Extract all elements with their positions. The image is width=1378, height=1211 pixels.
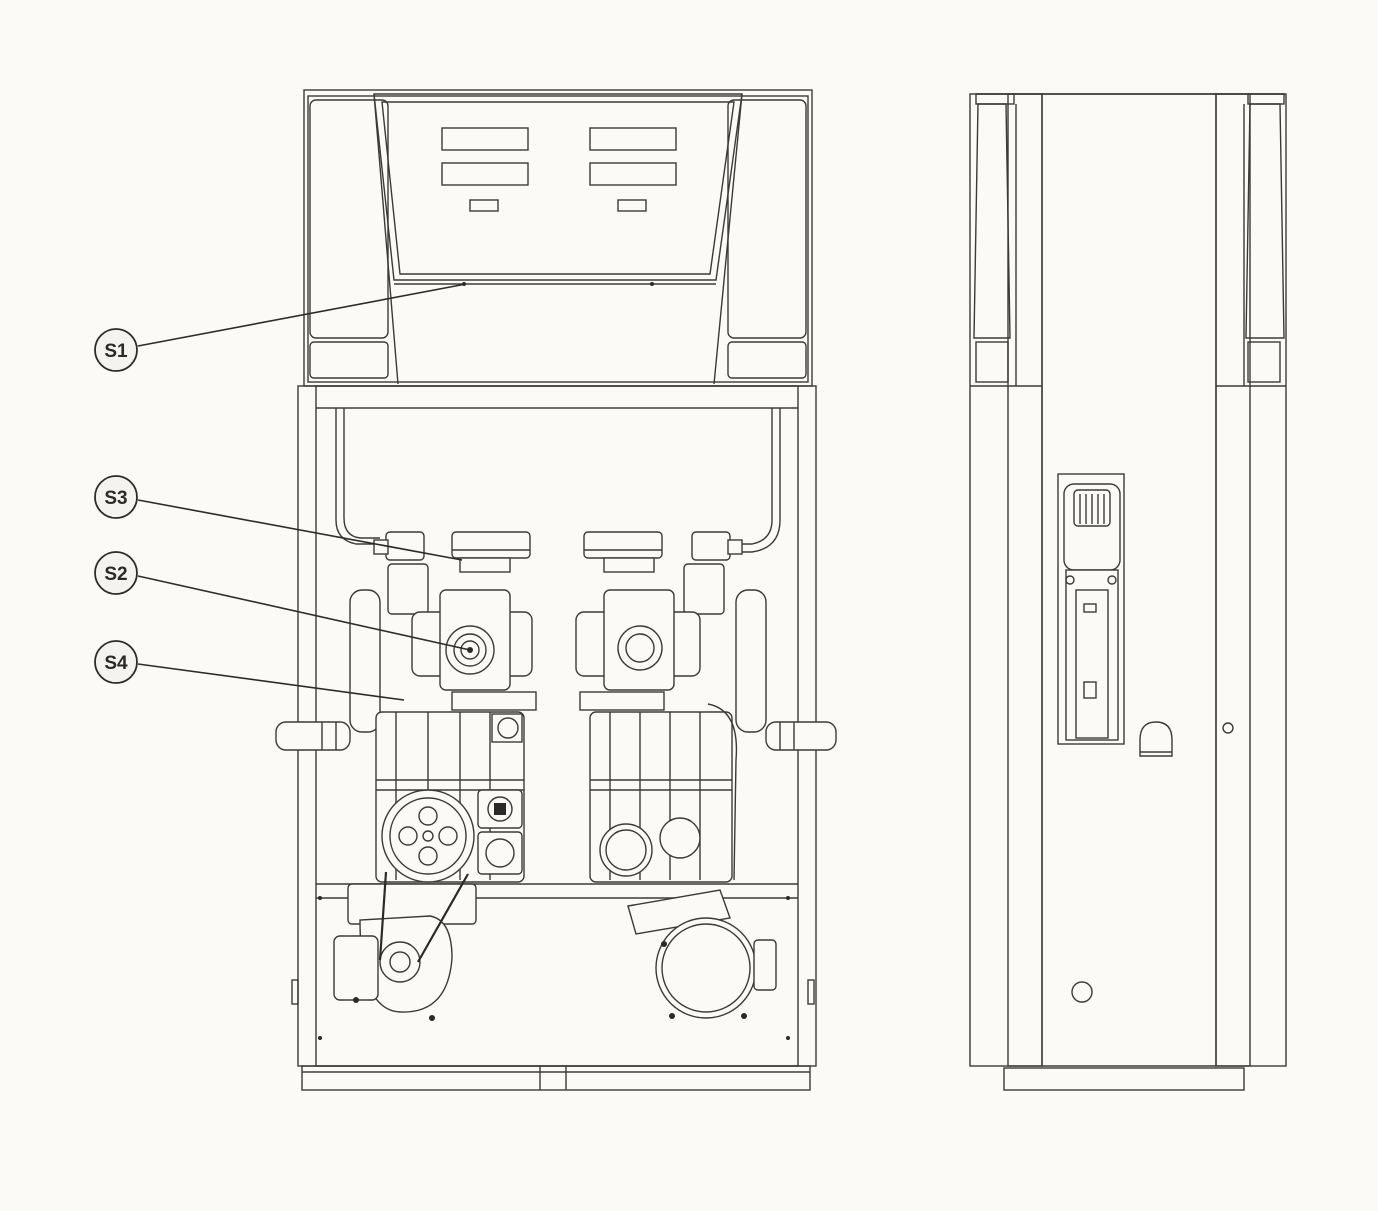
leader-s2 <box>137 575 471 651</box>
leader-s1 <box>137 283 467 347</box>
leader-s4 <box>137 663 405 701</box>
callout-s3: S3 <box>94 475 138 519</box>
front-body <box>291 385 817 1091</box>
callout-s1-label: S1 <box>104 341 128 362</box>
hose-outlet <box>1139 721 1173 757</box>
callout-s3-label: S3 <box>104 488 127 509</box>
left-hydraulic-unit <box>275 531 537 1021</box>
callout-s1: S1 <box>94 328 138 372</box>
side-view <box>969 93 1287 1091</box>
callout-s4: S4 <box>94 640 138 684</box>
callout-s2-label: S2 <box>104 564 127 585</box>
nozzle-holder <box>1057 473 1125 745</box>
leader-s3 <box>137 499 463 561</box>
front-head <box>303 89 813 387</box>
callouts: S1 S3 S2 S4 <box>94 283 471 701</box>
callout-s4-label: S4 <box>104 653 128 674</box>
right-hydraulic-unit <box>575 531 837 1019</box>
price-displays <box>441 127 677 212</box>
callout-s2: S2 <box>94 551 138 595</box>
front-view <box>275 89 837 1091</box>
